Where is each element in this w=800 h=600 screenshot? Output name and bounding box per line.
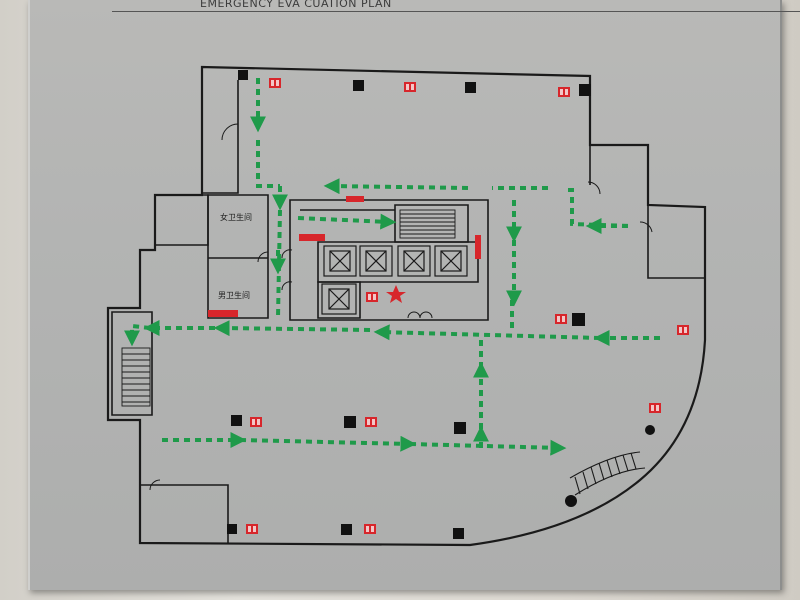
- outer-walls: [106, 65, 707, 547]
- evacuation-routes: [124, 78, 660, 456]
- men-restroom-label: 男卫生间: [218, 290, 250, 300]
- door-swings: [149, 123, 653, 491]
- elevator-icon: [323, 245, 357, 277]
- title-rule: [112, 11, 800, 12]
- elevator-icon: [397, 245, 431, 277]
- stairs-icon: [121, 347, 151, 407]
- curved-stair: [569, 451, 646, 496]
- red-sign-label: [208, 196, 481, 317]
- elevator-icon: [359, 245, 393, 277]
- column-marker: [565, 495, 577, 507]
- stairs-icon: [399, 209, 456, 239]
- women-restroom-label: 女卫生间: [220, 212, 252, 222]
- elevator-icon: [434, 245, 468, 277]
- inner-walls: [111, 67, 705, 543]
- plan-title: EMERGENCY EVA CUATION PLAN: [200, 0, 392, 10]
- column-marker: [645, 425, 655, 435]
- evacuation-plan-plaque: EMERGENCY EVA CUATION PLAN: [28, 0, 800, 590]
- fire-hydrant-box-icon: [227, 70, 591, 539]
- you-are-here-star-icon: [386, 285, 406, 303]
- fire-extinguisher-icon: [246, 78, 689, 534]
- elevator-icon: [321, 283, 357, 315]
